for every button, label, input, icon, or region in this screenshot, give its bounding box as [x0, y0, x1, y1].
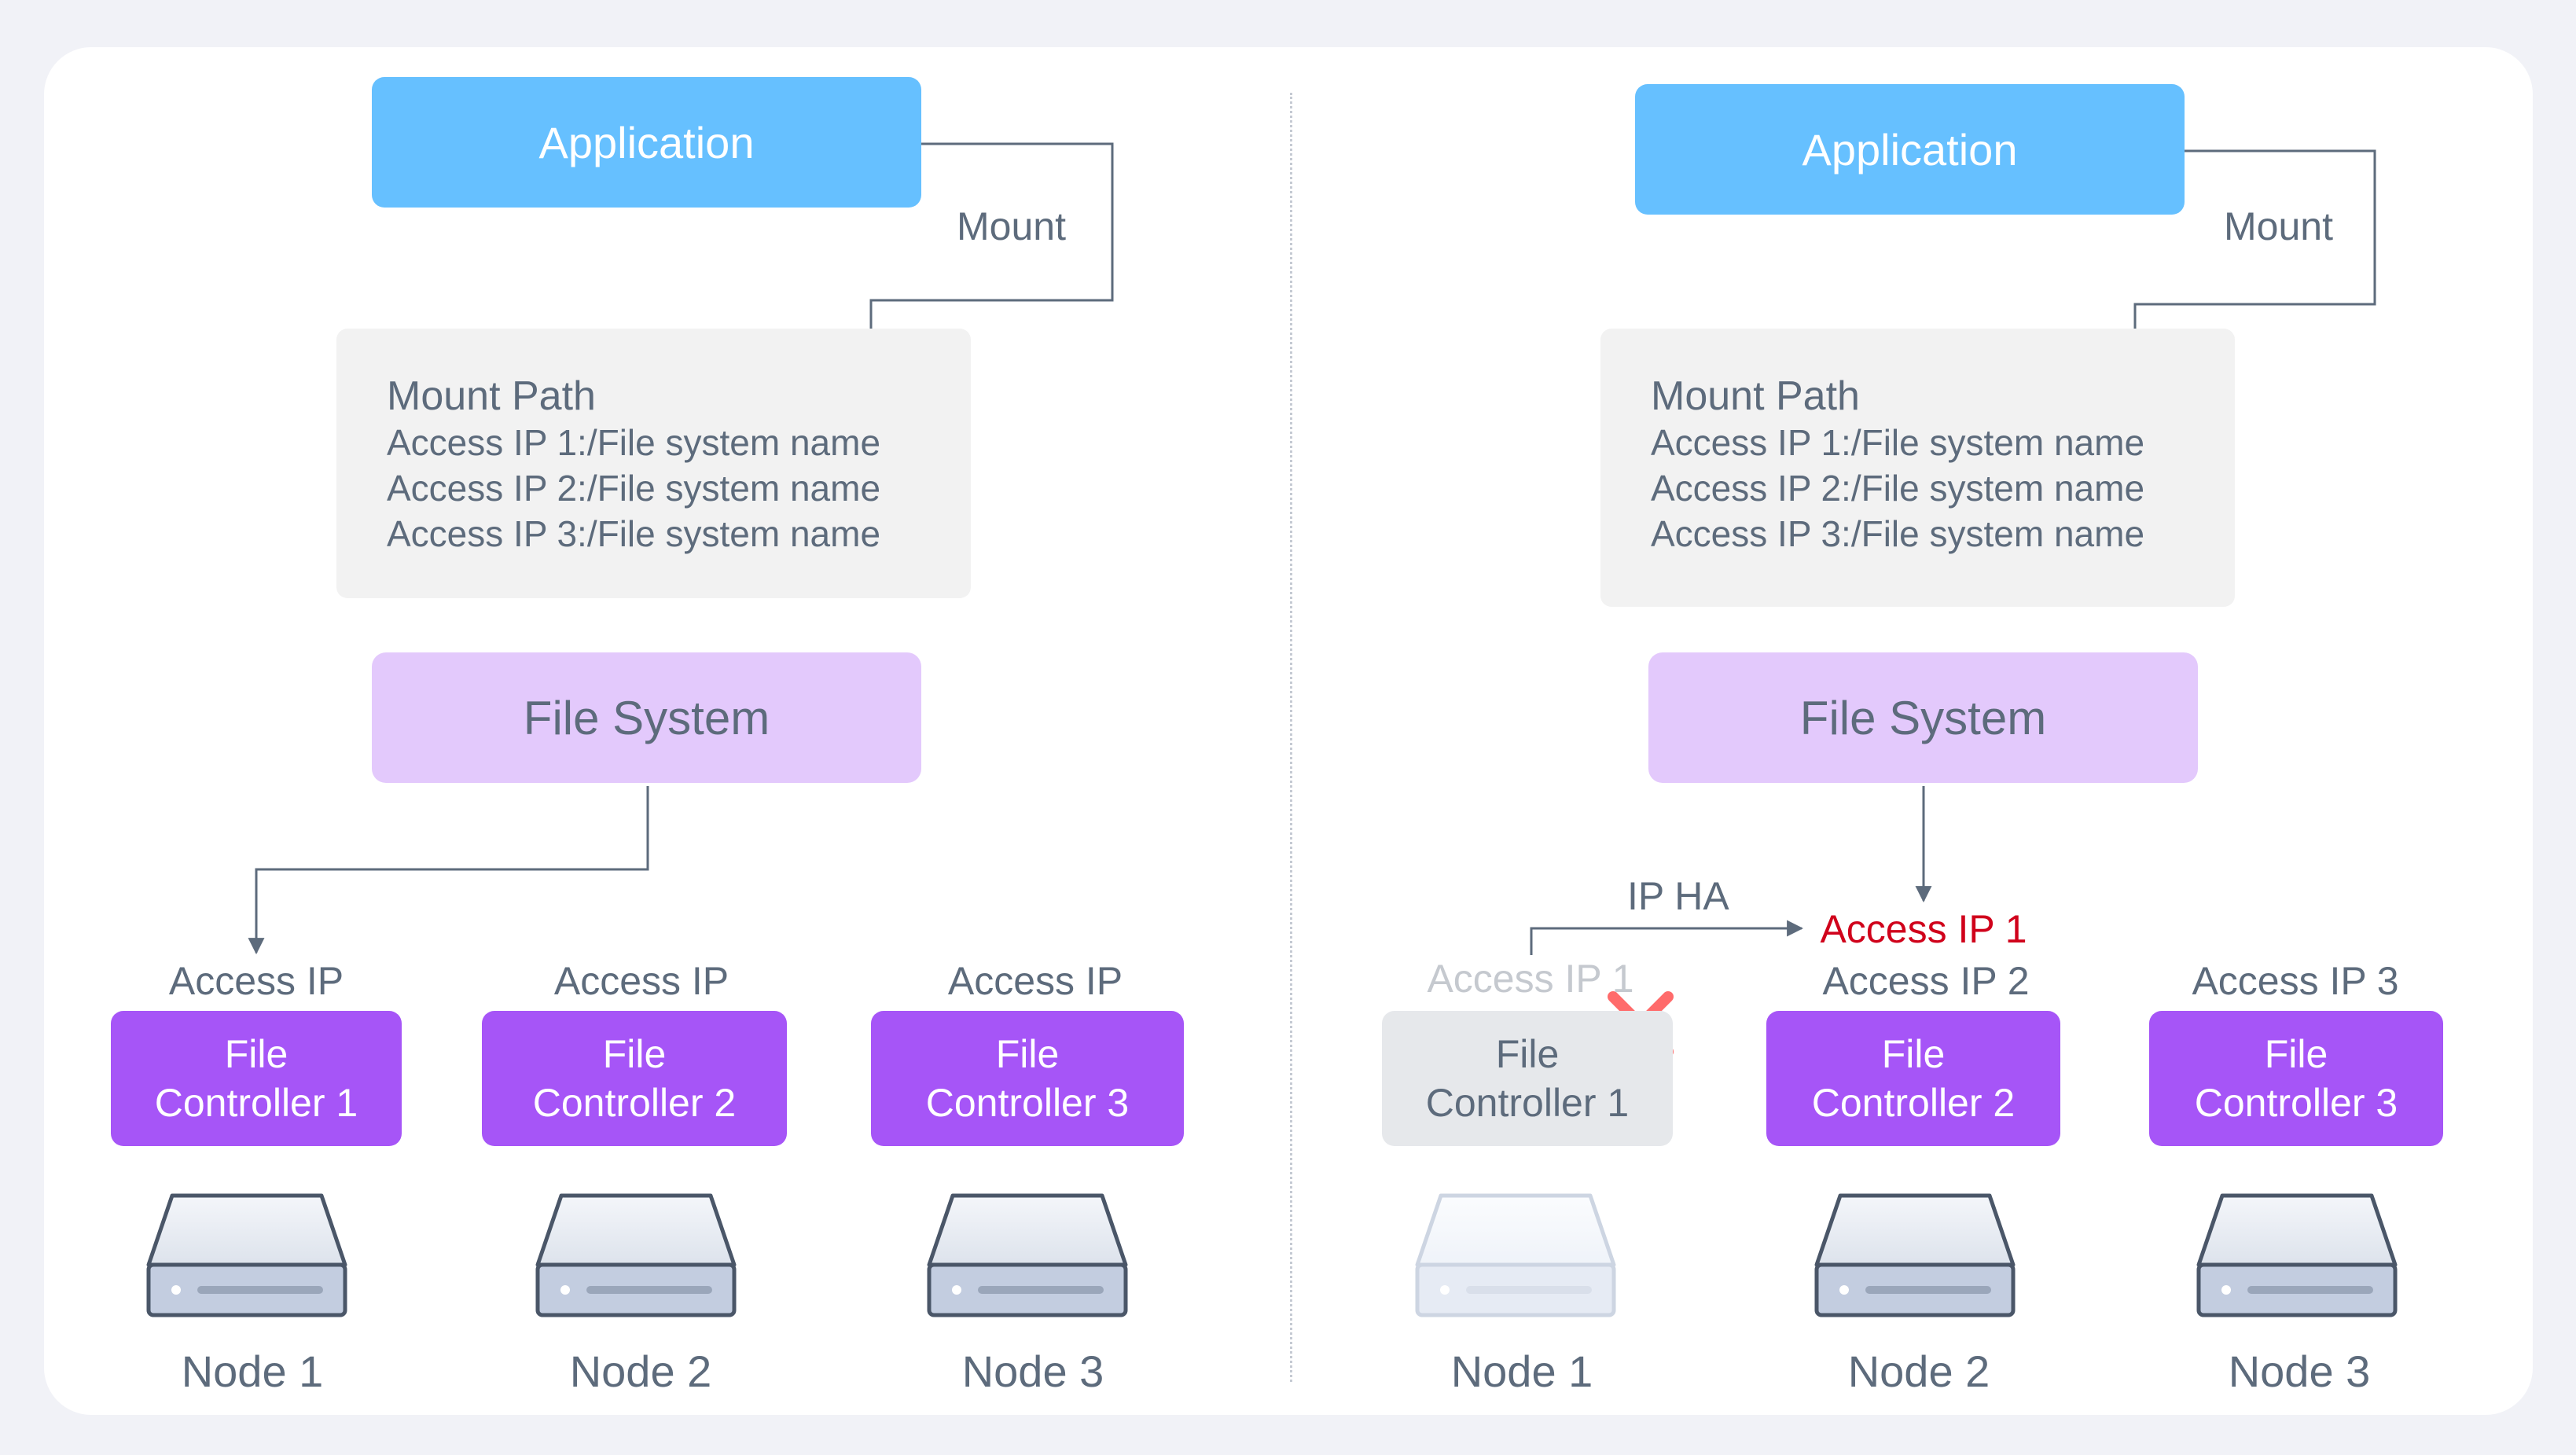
application-box-right: Application [1635, 84, 2185, 215]
server-icon [1814, 1193, 2016, 1317]
controller-line: File [1495, 1032, 1560, 1076]
file-controller-box: File Controller 2 [1766, 1011, 2060, 1146]
mount-path-line: Access IP 1:/File system name [1651, 422, 2145, 463]
mount-path-title: Mount Path [1651, 373, 1860, 419]
node-label: Node 3 [2228, 1347, 2371, 1396]
access-ip-label: Access IP 3 [2192, 959, 2399, 1003]
failover-access-ip-label: Access IP 1 [1820, 907, 2027, 951]
mount-path-title: Mount Path [387, 373, 596, 419]
ip-ha-arrow [1530, 920, 1804, 955]
divider [1290, 93, 1292, 1382]
file-controller-box: File Controller 3 [2149, 1011, 2443, 1146]
controller-line: Controller 3 [925, 1081, 1130, 1125]
access-ip-label: Access IP [553, 959, 729, 1003]
file-controller-box: File Controller 2 [482, 1011, 787, 1146]
file-controller-box: File Controller 1 [111, 1011, 402, 1146]
access-ip-label: Access IP 2 [1822, 959, 2030, 1003]
mount-path-box-right: Mount Path Access IP 1:/File system name… [1600, 329, 2235, 607]
ip-ha-label: IP HA [1627, 874, 1729, 918]
server-icon [1415, 1193, 1616, 1317]
server-icon [535, 1193, 737, 1317]
file-system-box-left: File System [372, 652, 921, 783]
controller-line: Controller 3 [2194, 1081, 2398, 1125]
controller-line: File [995, 1032, 1060, 1076]
file-system-box-right: File System [1648, 652, 2198, 783]
controller-line: Controller 2 [532, 1081, 737, 1125]
access-ip-label: Access IP [168, 959, 344, 1003]
mount-path-line: Access IP 2:/File system name [387, 468, 881, 509]
access-ip-label-failed: Access IP 1 [1427, 957, 1634, 1001]
mount-path-box-left: Mount Path Access IP 1:/File system name… [336, 329, 971, 598]
mount-path-line: Access IP 1:/File system name [387, 422, 881, 463]
application-box-left: Application [372, 77, 921, 208]
controller-line: File [224, 1032, 288, 1076]
file-controller-box-failed: File Controller 1 [1382, 1011, 1673, 1146]
node-label: Node 3 [961, 1347, 1104, 1396]
access-ip-label: Access IP [947, 959, 1123, 1003]
controller-line: Controller 1 [154, 1081, 358, 1125]
node-label: Node 2 [569, 1347, 712, 1396]
mount-path-line: Access IP 3:/File system name [1651, 513, 2145, 554]
server-icon [927, 1193, 1128, 1317]
mount-path-line: Access IP 2:/File system name [1651, 468, 2145, 509]
fs-connector-left [248, 786, 649, 955]
mount-label-left: Mount [957, 204, 1066, 248]
server-icon [146, 1193, 347, 1317]
file-controller-box: File Controller 3 [871, 1011, 1184, 1146]
node-label: Node 2 [1847, 1347, 1990, 1396]
server-icon [2196, 1193, 2398, 1317]
controller-line: Controller 1 [1425, 1081, 1630, 1125]
controller-line: File [2264, 1032, 2328, 1076]
controller-line: File [1881, 1032, 1946, 1076]
node-label: Node 1 [1450, 1347, 1593, 1396]
controller-line: File [602, 1032, 667, 1076]
mount-path-line: Access IP 3:/File system name [387, 513, 881, 554]
controller-line: Controller 2 [1811, 1081, 2016, 1125]
mount-label-right: Mount [2224, 204, 2333, 248]
node-label: Node 1 [181, 1347, 324, 1396]
